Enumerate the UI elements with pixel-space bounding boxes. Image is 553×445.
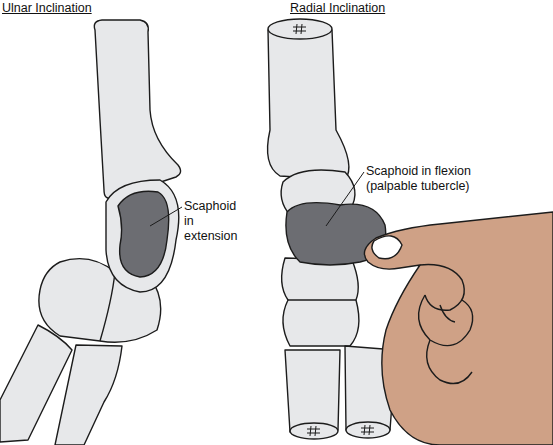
- radius-bone: [94, 20, 180, 198]
- lunate-bone: [106, 180, 179, 292]
- carpal-line: [100, 272, 115, 341]
- thumb-nail: [372, 236, 402, 259]
- left-wrist: [0, 20, 181, 445]
- examiner-hand: [364, 212, 553, 445]
- view-heading: Ulnar Inclination: [2, 1, 122, 16]
- cut-hatch: [293, 24, 374, 436]
- right-wrist: [268, 19, 396, 439]
- leader-line: [326, 172, 364, 226]
- scaphoid-bone: [118, 191, 169, 277]
- finger-line: [419, 295, 473, 346]
- carpal-line: [288, 299, 356, 300]
- callout-label: Scaphoid in extension: [184, 199, 246, 244]
- hatch-mark: [293, 24, 306, 34]
- finger-line: [427, 340, 472, 384]
- view-heading: Radial Inclination: [290, 1, 410, 16]
- callout-label: Scaphoid in flexion (palpable tubercle): [366, 164, 488, 194]
- leader-line: [150, 207, 182, 226]
- finger-line: [420, 265, 464, 311]
- hatch-mark: [361, 425, 374, 435]
- leader-lines: [150, 172, 364, 226]
- radius-bone: [268, 30, 349, 180]
- bone-section: [268, 19, 332, 39]
- hand-skin: [364, 212, 553, 445]
- hatch-mark: [307, 426, 320, 436]
- finger-line: [440, 305, 455, 322]
- metacarpal-bone: [55, 345, 122, 445]
- bone-section: [346, 422, 390, 438]
- carpal-bone: [282, 258, 359, 346]
- bone-section: [290, 423, 338, 439]
- metacarpal-bone: [285, 350, 340, 432]
